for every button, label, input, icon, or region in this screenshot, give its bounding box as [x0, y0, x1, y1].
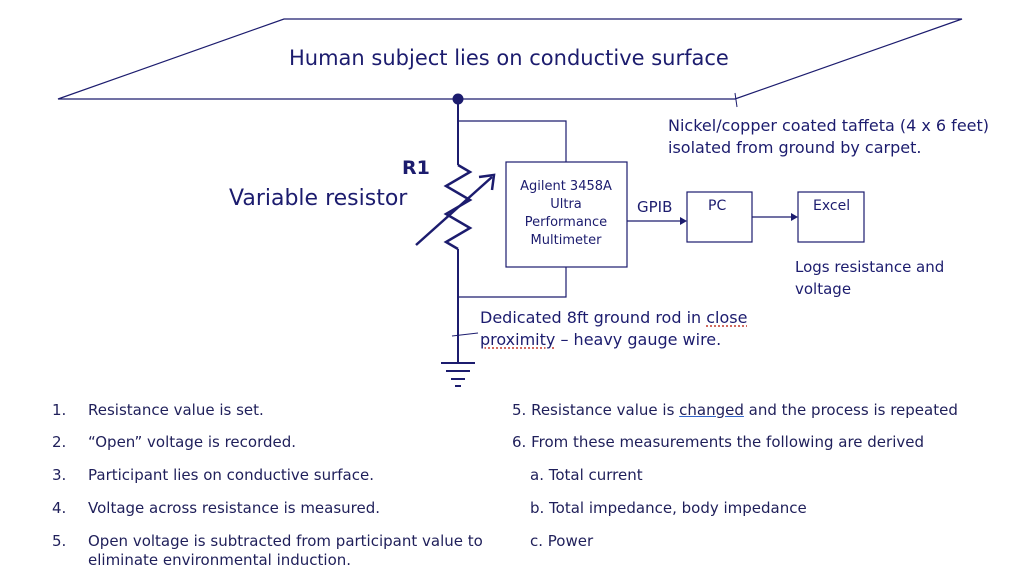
meter-line: Ultra — [550, 197, 582, 212]
right-step-a: a. Total current — [530, 466, 643, 484]
variable-resistor-label: Variable resistor — [229, 186, 408, 211]
step-number: 1. — [52, 401, 67, 419]
excel-arrow-head — [791, 213, 798, 221]
gpib-arrow-head — [680, 217, 687, 225]
multimeter-label: Agilent 3458A Ultra Performance Multimet… — [506, 178, 626, 250]
step-number: 2. — [52, 433, 67, 451]
right-step-text: and the process is repeated — [743, 401, 958, 419]
pc-label: PC — [708, 198, 727, 214]
ground-pointer — [451, 332, 479, 337]
ground-note-close: close — [706, 308, 748, 327]
step-text: Participant lies on conductive surface. — [88, 466, 374, 484]
excel-label: Excel — [813, 198, 851, 214]
step-number: 4. — [52, 499, 67, 517]
conductive-surface — [57, 18, 963, 100]
step-text: Voltage across resistance is measured. — [88, 499, 381, 517]
meter-line: Performance — [524, 215, 608, 230]
variable-arrow — [415, 176, 493, 246]
taffeta-pointer — [734, 92, 738, 108]
meter-line: Multimeter — [530, 233, 602, 248]
r1-label: R1 — [402, 157, 430, 179]
step-number: 5. — [52, 532, 67, 550]
ground-note-part: – heavy gauge wire. — [555, 330, 722, 349]
wire-meter-bottom — [458, 267, 567, 298]
step-text: “Open” voltage is recorded. — [88, 433, 297, 451]
wire-to-meter-top — [458, 120, 567, 162]
surface-title: Human subject lies on conductive surface — [289, 46, 729, 70]
right-step-text: 5. Resistance value is — [512, 401, 680, 419]
right-step-c: c. Power — [530, 532, 594, 550]
ground-note-part: Dedicated 8ft ground rod in — [480, 308, 707, 327]
taffeta-note: Nickel/copper coated taffeta (4 x 6 feet… — [668, 116, 990, 157]
ground-rod-note: Dedicated 8ft ground rod in close proximi… — [480, 307, 780, 351]
step-number: 3. — [52, 466, 67, 484]
meter-line: Agilent 3458A — [520, 179, 612, 194]
gpib-label: GPIB — [637, 198, 673, 216]
right-step-b: b. Total impedance, body impedance — [530, 499, 807, 517]
excel-box — [797, 191, 865, 243]
logs-note: Logs resistance and voltage — [795, 258, 945, 298]
step-text: Open voltage is subtracted from particip… — [88, 532, 483, 569]
variable-arrow-head — [478, 173, 496, 191]
ground-note-proximity: proximity — [480, 330, 556, 349]
right-step-5: 5. Resistance value is changed and the p… — [512, 401, 958, 420]
right-step-changed: changed — [679, 401, 744, 419]
step-text: Resistance value is set. — [88, 401, 264, 419]
right-step-6: 6. From these measurements the following… — [512, 433, 924, 451]
pc-box — [686, 191, 753, 243]
